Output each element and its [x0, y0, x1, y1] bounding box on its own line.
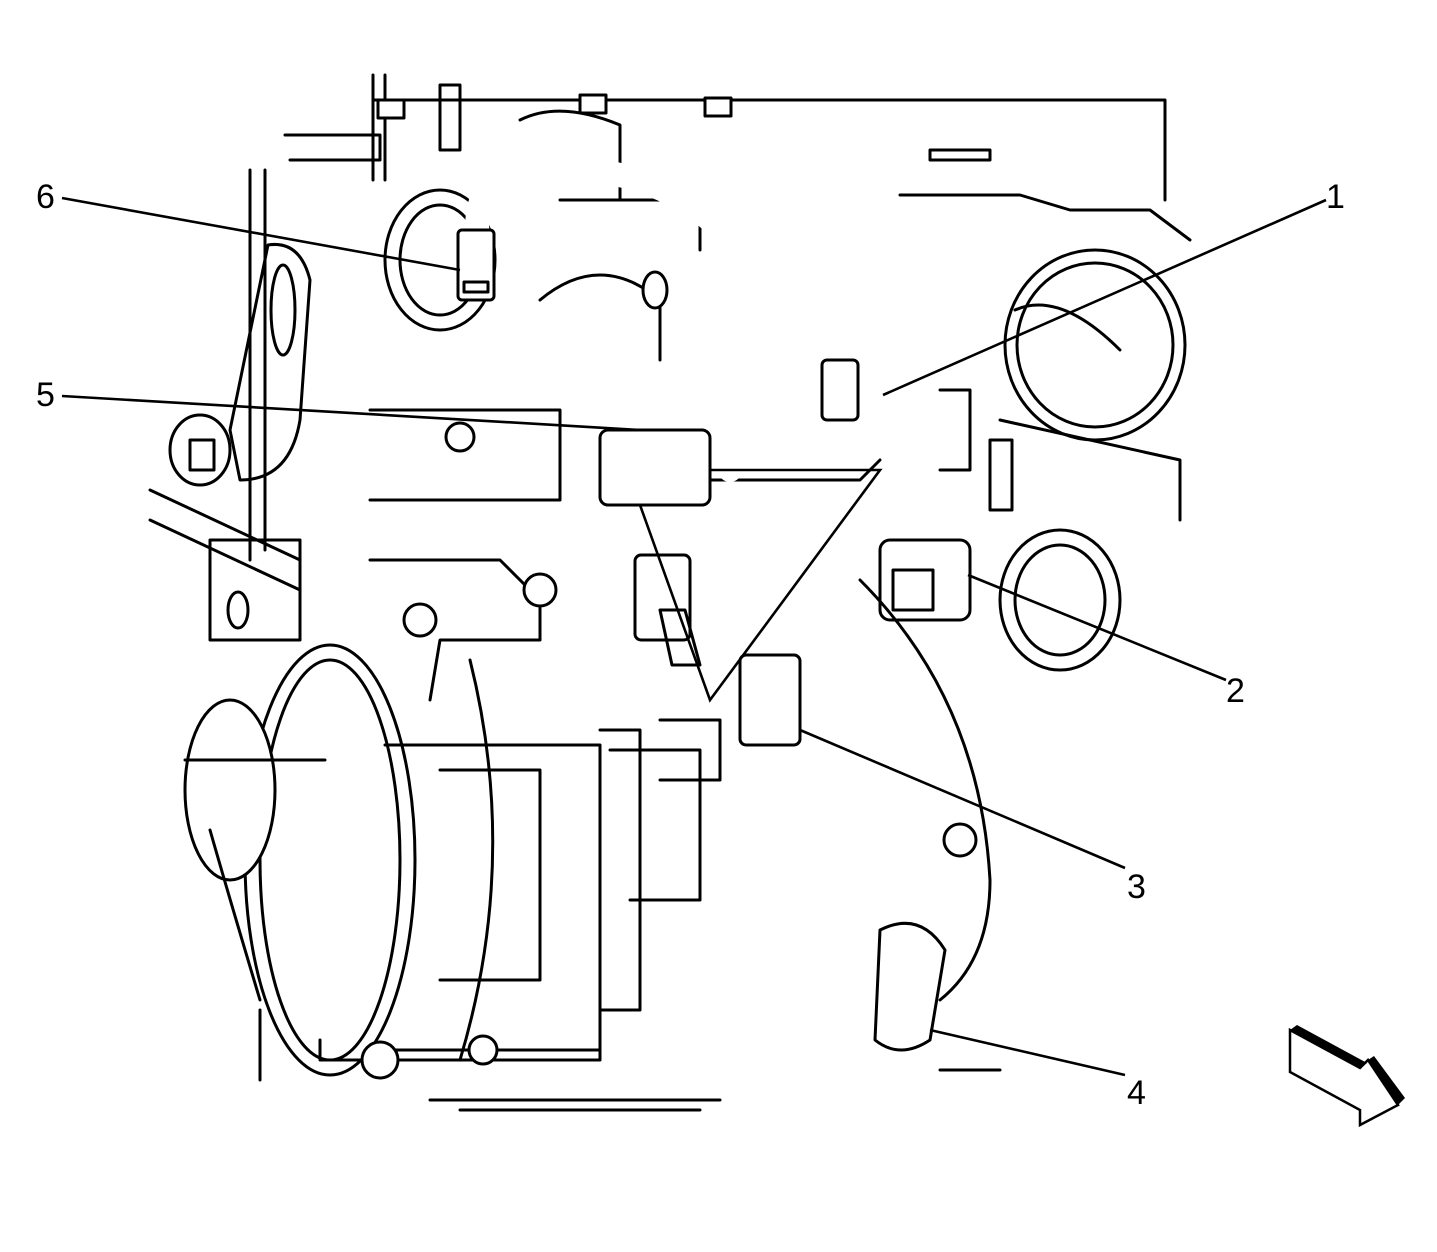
- callout-label-4: 4: [1127, 1074, 1146, 1112]
- engine-top-cover: [283, 73, 1192, 242]
- connector-3: [738, 653, 802, 747]
- callout-leaders: [61, 196, 1327, 1077]
- callout-label-5: 5: [36, 376, 55, 414]
- leader-4: [929, 1028, 1126, 1077]
- view-direction-arrow-icon: [1288, 1025, 1405, 1128]
- connector-4: [873, 921, 947, 1052]
- connectors: [456, 228, 972, 1052]
- connector-1: [820, 358, 860, 422]
- callout-label-3: 3: [1127, 868, 1146, 906]
- leader-5: [61, 394, 641, 432]
- alternator: [183, 558, 642, 1082]
- leader-6: [61, 196, 461, 272]
- intake-manifold: [368, 188, 972, 502]
- connector-5: [598, 428, 712, 507]
- wiring-harness: [465, 152, 943, 1172]
- leader-3: [799, 728, 1126, 870]
- connector-center: [633, 553, 692, 642]
- leader-guides: [638, 468, 883, 703]
- connector-2: [878, 538, 972, 622]
- leader-2: [967, 573, 1227, 682]
- engine-lower-block: [428, 578, 1002, 1112]
- leader-1: [882, 198, 1327, 397]
- callout-label-2: 2: [1226, 672, 1245, 710]
- engine-mount-bracket: [148, 168, 312, 642]
- throttle-body: [988, 248, 1187, 672]
- callout-label-1: 1: [1326, 178, 1345, 216]
- callout-label-6: 6: [36, 178, 55, 216]
